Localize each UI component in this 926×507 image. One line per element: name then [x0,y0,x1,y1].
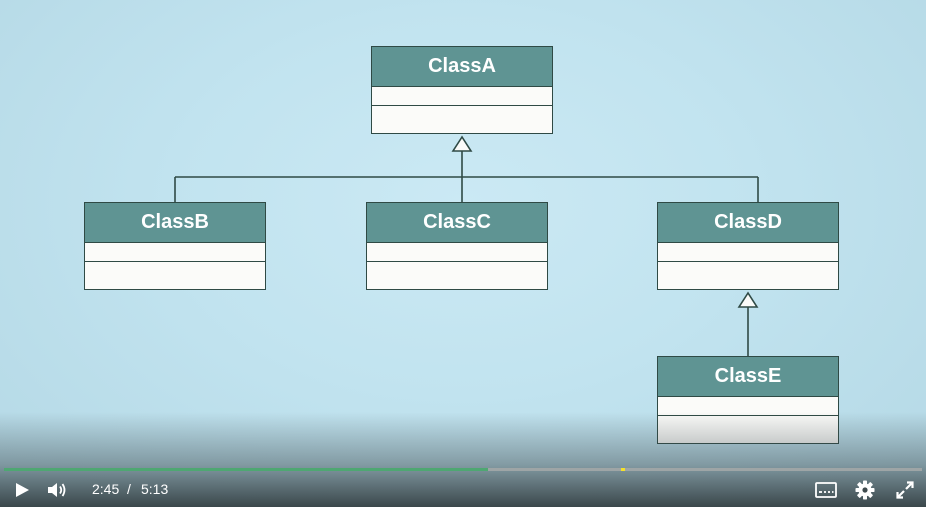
class-box-c: ClassC [366,202,548,290]
class-methods [658,262,838,289]
duration: 5:13 [141,481,169,497]
captions-button[interactable] [813,479,839,501]
class-name: ClassE [658,357,838,397]
gear-icon [855,480,875,500]
class-box-e: ClassE [657,356,839,444]
generalization-arrow-d [737,291,759,308]
play-icon [16,483,29,497]
class-methods [85,262,265,289]
progress-fill [4,468,488,471]
class-box-b: ClassB [84,202,266,290]
class-box-a: ClassA [371,46,553,134]
volume-button[interactable] [46,479,70,501]
settings-button[interactable] [853,478,877,502]
class-methods [658,416,838,443]
fullscreen-button[interactable] [893,478,917,502]
class-name: ClassA [372,47,552,87]
class-name: ClassD [658,203,838,243]
fullscreen-icon [896,481,914,499]
play-button[interactable] [10,479,34,501]
class-attributes [658,243,838,262]
captions-icon [815,482,837,498]
time-separator: / [127,481,131,497]
class-attributes [658,397,838,416]
volume-icon [48,483,66,497]
class-attributes [85,243,265,262]
class-box-d: ClassD [657,202,839,290]
progress-bar[interactable] [4,468,922,471]
class-name: ClassB [85,203,265,243]
class-methods [372,106,552,133]
class-name: ClassC [367,203,547,243]
class-methods [367,262,547,289]
class-attributes [367,243,547,262]
current-time: 2:45 [92,481,120,497]
generalization-arrow-a [451,135,473,152]
class-attributes [372,87,552,106]
progress-marker [620,468,625,471]
